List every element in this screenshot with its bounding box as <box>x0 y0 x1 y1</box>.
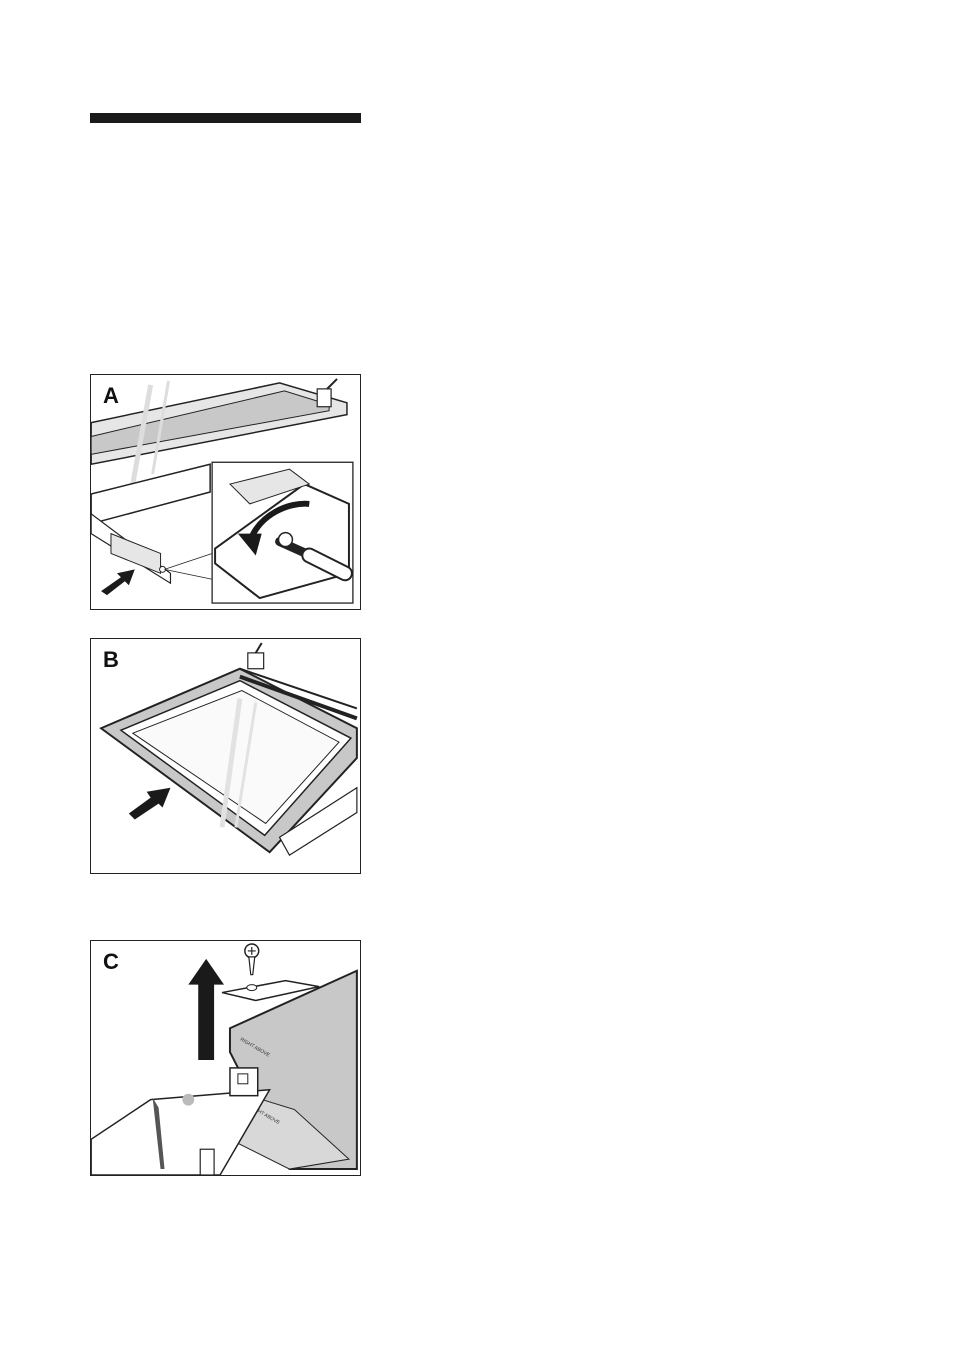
figure-c-drawing: RIGHT ABOVE RIGHT ABOVE <box>91 941 360 1175</box>
section-rule <box>90 113 361 123</box>
figure-label: B <box>103 647 119 673</box>
figure-a-drawing <box>91 375 360 609</box>
figure-c: RIGHT ABOVE RIGHT ABOVE C <box>90 940 361 1176</box>
figure-a: A <box>90 374 361 610</box>
figure-b-drawing <box>91 639 360 873</box>
figure-label: A <box>103 383 119 409</box>
figure-label: C <box>103 949 119 975</box>
figure-b: B <box>90 638 361 874</box>
